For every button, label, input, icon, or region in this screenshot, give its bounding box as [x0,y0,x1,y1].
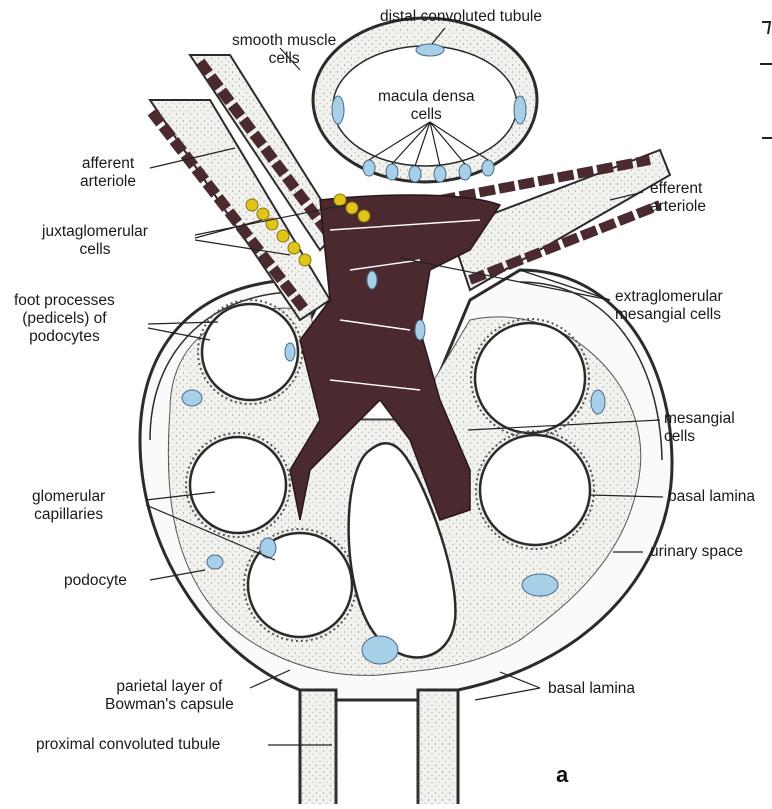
label-macula-densa-cells: macula densa cells [378,88,475,124]
label-line: juxtaglomerular [42,223,148,241]
label-line: (pedicels) of [14,310,115,328]
edge-mark [762,22,770,34]
label-foot-processes: foot processes (pedicels) of podocytes [14,292,115,346]
label-line: cells [664,428,735,446]
label-efferent-arteriole: efferent arteriole [650,180,706,216]
nucleus [332,96,344,124]
capillary-loop [480,435,590,545]
label-line: podocytes [14,328,115,346]
label-line: cells [42,241,148,259]
label-urinary-space: urinary space [650,543,743,561]
label-line: mesangial [664,410,735,428]
label-afferent-arteriole: afferent arteriole [80,155,136,191]
capillary-loop [475,323,585,433]
label-line: efferent [650,180,706,198]
label-proximal-convoluted-tubule: proximal convoluted tubule [36,736,220,754]
label-glomerular-capillaries: glomerular capillaries [32,488,105,524]
label-line: Bowman's capsule [105,696,234,714]
label-line: parietal layer of [105,678,234,696]
afferent-arteriole [150,55,340,320]
capillary-loop [190,437,286,533]
label-mesangial-cells: mesangial cells [664,410,735,446]
label-smooth-muscle-cells: smooth muscle cells [232,32,336,68]
label-line: macula densa [378,88,475,106]
label-line: arteriole [650,198,706,216]
leader-line [475,688,540,700]
figure-letter: a [556,762,568,788]
label-line: capillaries [32,506,105,524]
label-line: cells [378,106,475,124]
label-line: mesangial cells [615,306,723,324]
capillary-loop [202,304,298,400]
label-line: arteriole [80,173,136,191]
label-distal-convoluted-tubule: distal convoluted tubule [380,8,542,26]
label-line: afferent [80,155,136,173]
label-line: cells [232,50,336,68]
label-juxtaglomerular-cells: juxtaglomerular cells [42,223,148,259]
label-extraglomerular-mesangial-cells: extraglomerular mesangial cells [615,288,723,324]
leader-line [500,672,540,688]
label-line: smooth muscle [232,32,336,50]
proximal-tubule [300,690,458,804]
label-podocyte: podocyte [64,572,127,590]
label-basal-lamina-bottom: basal lamina [548,680,635,698]
label-line: foot processes [14,292,115,310]
nucleus [416,44,444,56]
label-basal-lamina: basal lamina [668,488,755,506]
label-line: glomerular [32,488,105,506]
label-parietal-layer: parietal layer of Bowman's capsule [105,678,234,714]
label-line: extraglomerular [615,288,723,306]
nucleus [514,96,526,124]
